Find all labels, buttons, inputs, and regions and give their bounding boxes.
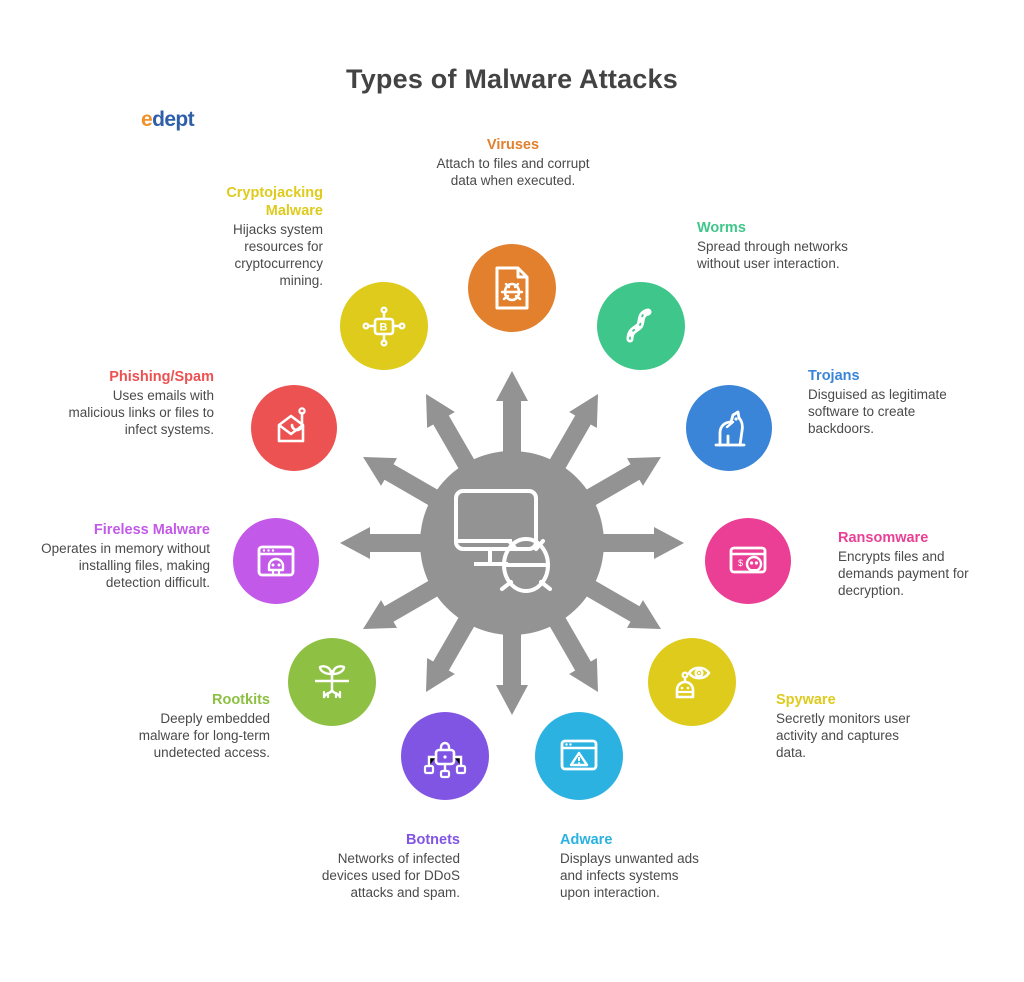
label-desc: Spread through networks without user int…	[697, 239, 848, 271]
label-title: Spyware	[776, 692, 836, 708]
label-title: Botnets	[406, 832, 460, 848]
node-worms[interactable]	[597, 282, 685, 370]
computer-bug-icon	[454, 489, 552, 593]
label-desc: Operates in memory without installing fi…	[41, 541, 210, 590]
label-title: Cryptojacking Malware	[226, 185, 323, 219]
label-viruses: Viruses Attach to files and corrupt data…	[428, 136, 598, 189]
label-worms: Worms Spread through networks without us…	[697, 219, 857, 272]
node-viruses[interactable]	[468, 244, 556, 332]
logo-mark-icon: e	[141, 108, 153, 131]
node-fireless-malware[interactable]	[233, 518, 319, 604]
page-title: Types of Malware Attacks	[346, 64, 678, 94]
node-cryptojacking-malware[interactable]: B	[340, 282, 428, 370]
label-desc: Networks of infected devices used for DD…	[321, 851, 460, 900]
trojan-horse-icon	[714, 410, 746, 447]
node-rootkits[interactable]	[288, 638, 376, 726]
node-trojans[interactable]	[686, 385, 772, 471]
ransom-money-skull-icon: $	[729, 546, 767, 574]
eye-spy-icon	[675, 666, 711, 699]
label-rootkits: Rootkits Deeply embedded malware for lon…	[110, 691, 270, 761]
label-desc: Disguised as legitimate software to crea…	[808, 387, 947, 436]
label-botnets: Botnets Networks of infected devices use…	[310, 831, 460, 901]
label-title: Adware	[560, 832, 613, 848]
node-spyware[interactable]	[648, 638, 736, 726]
bot-network-lock-icon	[423, 741, 467, 779]
node-phishing-spam[interactable]	[251, 385, 337, 471]
label-cryptojacking-malware: Cryptojacking Malware Hijacks system res…	[188, 184, 323, 289]
label-title: Viruses	[486, 137, 540, 153]
label-desc: Uses emails with malicious links or file…	[68, 388, 214, 437]
phishing-hook-mail-icon	[277, 407, 306, 443]
label-title: Phishing/Spam	[109, 369, 214, 385]
label-title: Ransomware	[838, 530, 929, 546]
browser-skull-icon	[257, 545, 295, 577]
label-ransomware: Ransomware Encrypts files and demands pa…	[838, 529, 998, 599]
label-phishing-spam: Phishing/Spam Uses emails with malicious…	[58, 368, 214, 438]
label-desc: Displays unwanted ads and infects system…	[560, 851, 699, 900]
label-title: Worms	[697, 220, 746, 236]
plant-roots-icon	[315, 665, 349, 699]
label-adware: Adware Displays unwanted ads and infects…	[560, 831, 700, 901]
label-desc: Secretly monitors user activity and capt…	[776, 711, 911, 760]
ad-browser-warning-icon	[560, 739, 598, 771]
svg-text:$: $	[738, 558, 743, 568]
svg-text:B: B	[380, 322, 388, 334]
logo-wordmark: dept	[152, 108, 195, 131]
label-title: Trojans	[808, 368, 860, 384]
label-spyware: Spyware Secretly monitors user activity …	[776, 691, 926, 761]
label-title: Rootkits	[212, 692, 270, 708]
node-botnets[interactable]	[401, 712, 489, 800]
label-desc: Encrypts files and demands payment for d…	[838, 549, 969, 598]
node-adware[interactable]	[535, 712, 623, 800]
label-trojans: Trojans Disguised as legitimate software…	[808, 367, 968, 437]
label-desc: Deeply embedded malware for long-term un…	[138, 711, 270, 760]
worm-icon	[626, 308, 652, 343]
label-desc: Hijacks system resources for cryptocurre…	[232, 222, 323, 288]
file-bug-icon	[495, 266, 529, 310]
label-title: Fireless Malware	[93, 522, 210, 538]
bitcoin-network-icon: B	[362, 306, 406, 347]
label-fireless-malware: Fireless Malware Operates in memory with…	[38, 521, 210, 591]
label-desc: Attach to files and corrupt data when ex…	[436, 156, 590, 188]
node-ransomware[interactable]: $	[705, 518, 791, 604]
